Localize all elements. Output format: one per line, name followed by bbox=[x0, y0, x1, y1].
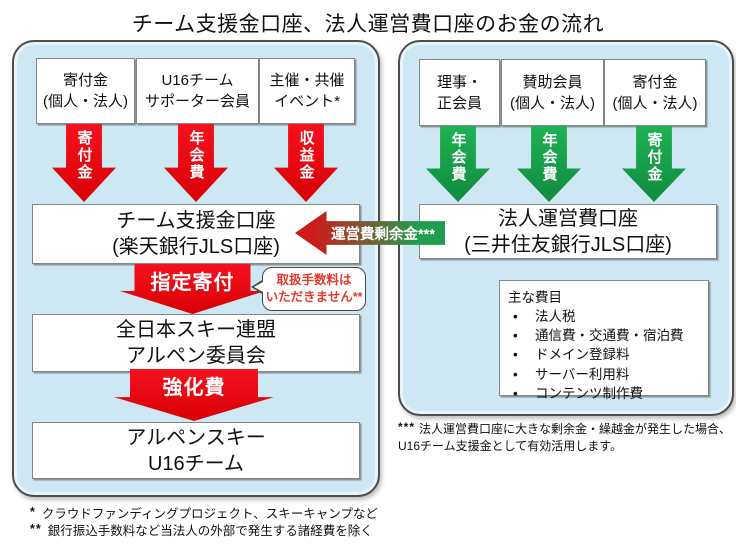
expense-box: 主な費目 法人税 通信費・交通費・宿泊費 ドメイン登録料 サーバー利用料 コンテ… bbox=[499, 280, 709, 403]
down-arrow-icon: 寄付金 bbox=[52, 124, 116, 202]
expense-item: ドメイン登録料 bbox=[508, 345, 700, 364]
expense-item: サーバー利用料 bbox=[508, 365, 700, 384]
footnote-text: クラウドファンディングプロジェクト、スキーキャンプなど bbox=[41, 507, 378, 521]
expense-heading: 主な費目 bbox=[508, 290, 562, 305]
event-source-box: 主催・共催 イベント* bbox=[259, 58, 355, 124]
corporate-panel: 理事・ 正会員 賛助会員 (個人・法人) 寄付金 (個人・法人) 年会費 年会費… bbox=[398, 40, 734, 416]
designated-donation-label: 指定寄付 bbox=[150, 272, 235, 294]
page-title: チーム支援金口座、法人運営費口座のお金の流れ bbox=[131, 13, 605, 36]
strengthening-fee-arrow: 強化費 bbox=[114, 369, 274, 421]
corporate-account-box: 法人運営費口座 (三井住友銀行JLS口座) bbox=[419, 204, 717, 259]
down-arrow-icon: 年会費 bbox=[426, 126, 490, 202]
flow-arrow-annual-fee-1-label: 年会費 bbox=[449, 132, 467, 183]
expense-list: 法人税 通信費・交通費・宿泊費 ドメイン登録料 サーバー利用料 コンテンツ制作費 bbox=[508, 307, 700, 403]
footnote-marker: *** bbox=[398, 420, 416, 434]
flow-arrow-proceeds-label: 収益金 bbox=[297, 130, 315, 181]
ski-federation-box: 全日本スキー連盟 アルペン委員会 bbox=[32, 314, 360, 372]
flow-arrow-annual-fee-2-label: 年会費 bbox=[540, 132, 558, 183]
down-arrow-icon: 年会費 bbox=[164, 124, 228, 202]
footnote-asterisk-1: * クラウドファンディングプロジェクト、スキーキャンプなど bbox=[30, 504, 378, 524]
supporter-source-box: U16チーム サポーター会員 bbox=[136, 58, 259, 124]
flow-arrow-membership-label: 年会費 bbox=[187, 130, 205, 181]
surplus-transfer-label: 運営費剰余金*** bbox=[331, 226, 435, 243]
team-fund-panel: 寄付金 (個人・法人) U16チーム サポーター会員 主催・共催 イベント* 寄… bbox=[12, 40, 380, 497]
supporting-member-box: 賛助会員 (個人・法人) bbox=[501, 59, 604, 126]
flow-arrow-donation-label: 寄付金 bbox=[75, 130, 93, 181]
flow-arrow-donation-right-label: 寄付金 bbox=[645, 132, 663, 183]
strengthening-fee-label: 強化費 bbox=[162, 377, 226, 399]
u16-team-box: アルペンスキー U16チーム bbox=[32, 422, 360, 479]
expense-item: コンテンツ制作費 bbox=[508, 384, 700, 403]
expense-item: 通信費・交通費・宿泊費 bbox=[508, 326, 700, 345]
designated-donation-arrow: 指定寄付 bbox=[120, 264, 265, 314]
director-member-box: 理事・ 正会員 bbox=[419, 59, 500, 126]
donation-source-box: 寄付金 (個人・法人) bbox=[36, 58, 135, 124]
down-arrow-icon: 収益金 bbox=[274, 124, 338, 202]
fee-callout: 取扱手数料は いただきません** bbox=[262, 267, 366, 311]
donation-source-box-right: 寄付金 (個人・法人) bbox=[604, 59, 706, 126]
footnote-asterisk-2: ** 銀行振込手数料など当法人の外部で発生する諸経費を除く bbox=[30, 521, 373, 541]
down-arrow-icon: 寄付金 bbox=[622, 126, 686, 202]
footnote-marker: ** bbox=[30, 522, 42, 536]
footnote-text: 法人運営費口座に大きな剰余金・繰越金が発生した場合、 U16チーム支援金として有… bbox=[398, 422, 732, 453]
footnote-marker: * bbox=[30, 505, 36, 519]
down-arrow-icon: 年会費 bbox=[517, 126, 581, 202]
footnote-text: 銀行振込手数料など当法人の外部で発生する諸経費を除く bbox=[47, 524, 373, 538]
callout-tail-icon bbox=[254, 281, 263, 292]
footnote-triple-asterisk: ***法人運営費口座に大きな剰余金・繰越金が発生した場合、 U16チーム支援金と… bbox=[398, 419, 732, 455]
expense-item: 法人税 bbox=[508, 307, 700, 326]
